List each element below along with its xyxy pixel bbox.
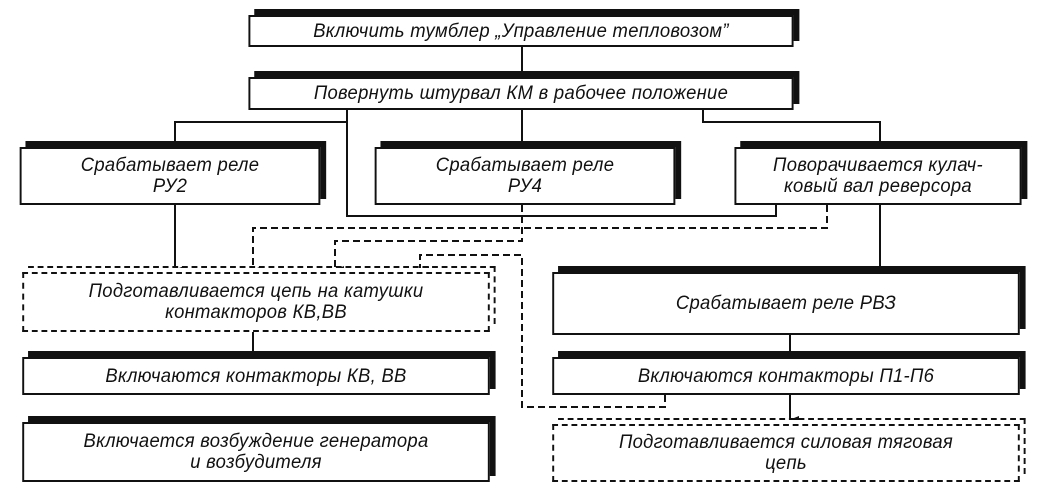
line-b2-b5-loop (346, 122, 777, 217)
step-label: Срабатывает реле РУ2 (80, 155, 260, 197)
step-label: Срабатывает реле РВЗ (675, 293, 897, 314)
step-prepare-coil-circuit: Подготавливается цепь на катушки контакт… (22, 266, 496, 332)
step-label: Подготавливается силовая тяговая цепь (618, 432, 954, 474)
dashed-b9-b6 (419, 254, 666, 408)
step-prepare-traction-circuit: Подготавливается силовая тяговая цепь (552, 418, 1026, 482)
step-toggle-switch: Включить тумблер „Управление тепловозом” (248, 15, 794, 47)
step-contactors-p1-p6: Включаются контакторы П1-П6 (552, 357, 1020, 395)
step-relay-rvz: Срабатывает реле РВЗ (552, 272, 1020, 335)
step-contactors-kv-vv: Включаются контакторы КВ, ВВ (22, 357, 490, 395)
step-label: Подготавливается цепь на катушки контакт… (88, 281, 424, 323)
step-relay-ru4: Срабатывает реле РУ4 (374, 147, 676, 205)
step-label: Включить тумблер „Управление тепловозом” (313, 20, 729, 42)
step-label: Включается возбуждение генератора и возб… (83, 431, 429, 473)
arrow-b2-b3 (174, 110, 348, 149)
step-excitation: Включается возбуждение генератора и возб… (22, 422, 490, 482)
step-relay-ru2: Срабатывает реле РУ2 (19, 147, 321, 205)
step-label: Включаются контакторы КВ, ВВ (105, 365, 407, 387)
dashed-b5-b6 (252, 205, 828, 274)
step-label: Повернуть штурвал КМ в рабочее положение (313, 83, 729, 104)
arrow-b2-b5 (702, 110, 889, 149)
step-label: Поворачивается кулач- ковый вал реверсор… (773, 155, 983, 197)
step-label: Срабатывает реле РУ4 (435, 155, 615, 197)
step-turn-controller: Повернуть штурвал КМ в рабочее положение (248, 77, 794, 110)
step-label: Включаются контакторы П1-П6 (637, 365, 935, 387)
dashed-b4-b6 (334, 205, 523, 274)
step-reverser-shaft: Поворачивается кулач- ковый вал реверсор… (734, 147, 1022, 205)
